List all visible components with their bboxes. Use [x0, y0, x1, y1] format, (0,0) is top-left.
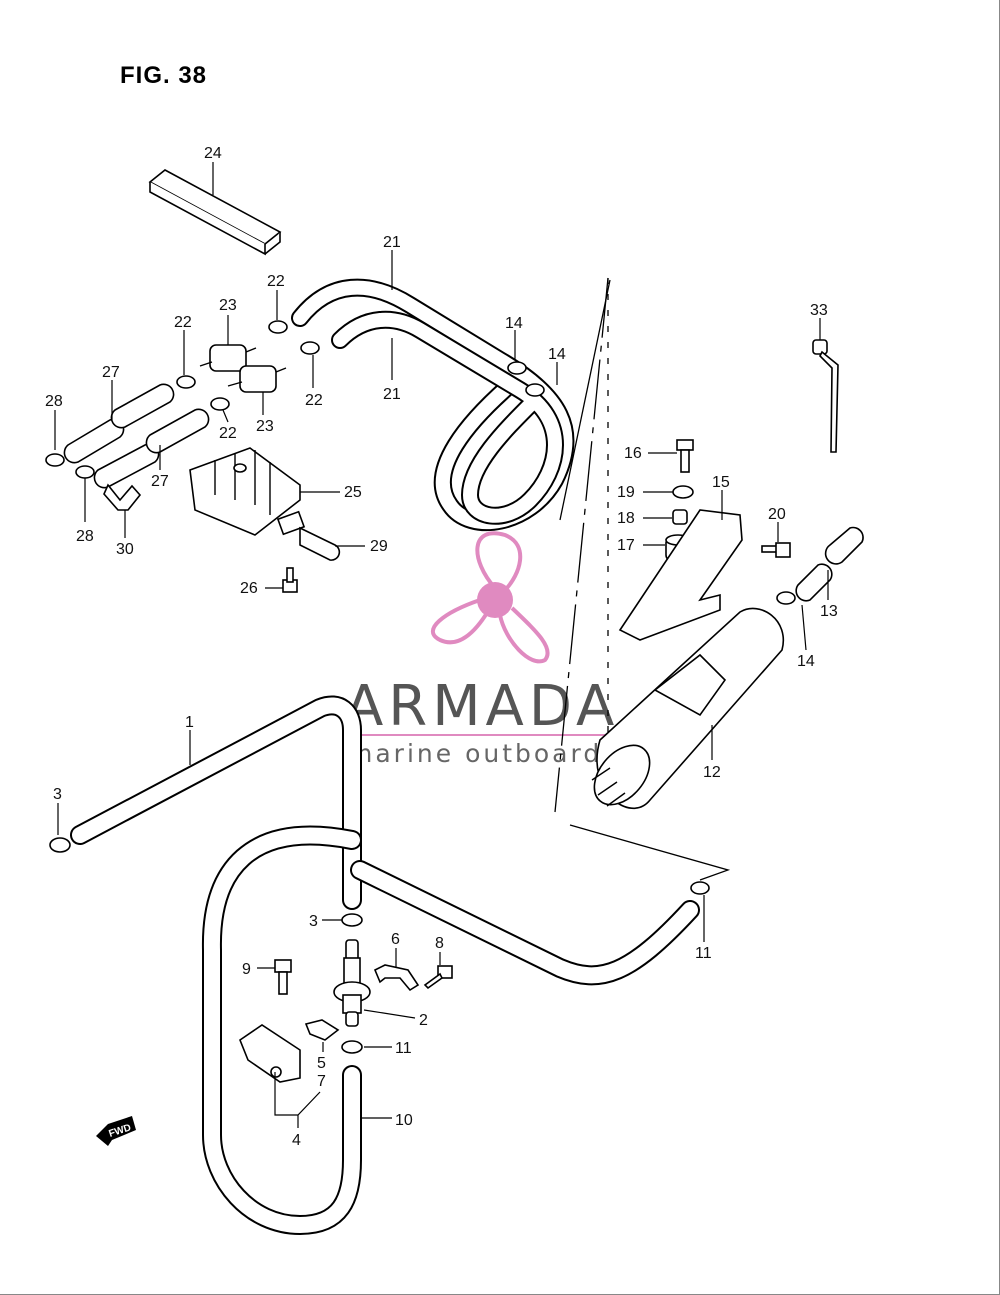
- pump-bracket-part: [618, 509, 743, 641]
- callout-4: 4: [292, 1132, 301, 1149]
- callout-1: 1: [185, 714, 194, 731]
- electric-fuel-pump-part: [591, 607, 785, 810]
- fuel-filter-parts: [199, 344, 287, 393]
- callout-27b: 27: [151, 473, 169, 490]
- foam-pad-part: [148, 169, 282, 256]
- callout-15: 15: [712, 474, 730, 491]
- callout-16: 16: [624, 445, 642, 462]
- callout-26: 26: [240, 580, 258, 597]
- callout-23b: 23: [256, 418, 274, 435]
- callout-22a: 22: [267, 273, 285, 290]
- armada-watermark: ARMADA marine outboards: [345, 531, 655, 768]
- callout-11b: 11: [695, 945, 712, 962]
- bracket-part: [189, 447, 301, 536]
- callout-18: 18: [617, 510, 635, 527]
- callout-14c: 14: [797, 653, 815, 670]
- callout-22d: 22: [219, 425, 237, 442]
- sleeve-parts: [795, 526, 864, 602]
- bolt-part-26: [282, 567, 298, 593]
- hose-clamps: [45, 320, 796, 1054]
- callout-22b: 22: [174, 314, 192, 331]
- callout-20: 20: [768, 506, 786, 523]
- callout-7: 7: [317, 1073, 326, 1090]
- watermark-brand: ARMADA: [345, 674, 619, 739]
- bolt-part-9: [274, 959, 292, 995]
- callout-14b: 14: [548, 346, 566, 363]
- callout-28b: 28: [76, 528, 94, 545]
- fuel-valve-part: [333, 939, 371, 1027]
- callout-21a: 21: [383, 234, 401, 251]
- cable-tie-part: [812, 339, 839, 453]
- propeller-logo-icon: [431, 531, 550, 664]
- callout-21b: 21: [383, 386, 401, 403]
- callout-28a: 28: [45, 393, 63, 410]
- watermark-tagline: marine outboards: [348, 739, 618, 768]
- mounting-strap-part: [373, 964, 420, 992]
- callout-13: 13: [820, 603, 838, 620]
- callout-17: 17: [617, 537, 635, 554]
- fuel-hose-main: [70, 695, 700, 1235]
- callout-14a: 14: [505, 315, 523, 332]
- retainer-loop-part: [276, 510, 341, 561]
- assembly-boundary-lines: [554, 277, 731, 881]
- callout-leader-lines: [54, 162, 829, 1128]
- callout-3b: 3: [309, 913, 318, 930]
- callout-12: 12: [703, 764, 721, 781]
- forward-arrow-icon: FWD: [96, 1116, 136, 1146]
- callout-22c: 22: [305, 392, 323, 409]
- callout-29: 29: [370, 538, 388, 555]
- callout-11a: 11: [395, 1040, 412, 1057]
- hose-clip-part: [103, 483, 142, 511]
- callout-19: 19: [617, 484, 635, 501]
- callout-30: 30: [116, 541, 134, 558]
- callout-3a: 3: [53, 786, 62, 803]
- callout-numbers: 24 21 21 22 22 22 22 23 23 27 27 28 28 3…: [45, 145, 838, 1149]
- callout-9: 9: [242, 961, 251, 978]
- figure-title: FIG. 38: [120, 62, 207, 89]
- callout-23a: 23: [219, 297, 237, 314]
- callout-10: 10: [395, 1112, 413, 1129]
- callout-33: 33: [810, 302, 828, 319]
- propeller-hub-icon: [477, 582, 513, 618]
- callout-25: 25: [344, 484, 362, 501]
- hose-coil-part: [291, 278, 575, 532]
- callout-2: 2: [419, 1012, 428, 1029]
- bolt-part-8: [423, 965, 453, 990]
- short-hose-parts: [63, 383, 210, 489]
- callout-27a: 27: [102, 364, 120, 381]
- callout-5: 5: [317, 1055, 326, 1072]
- callout-6: 6: [391, 931, 400, 948]
- callout-8: 8: [435, 935, 444, 952]
- callout-24: 24: [204, 145, 222, 162]
- valve-bracket-part: [239, 1019, 340, 1083]
